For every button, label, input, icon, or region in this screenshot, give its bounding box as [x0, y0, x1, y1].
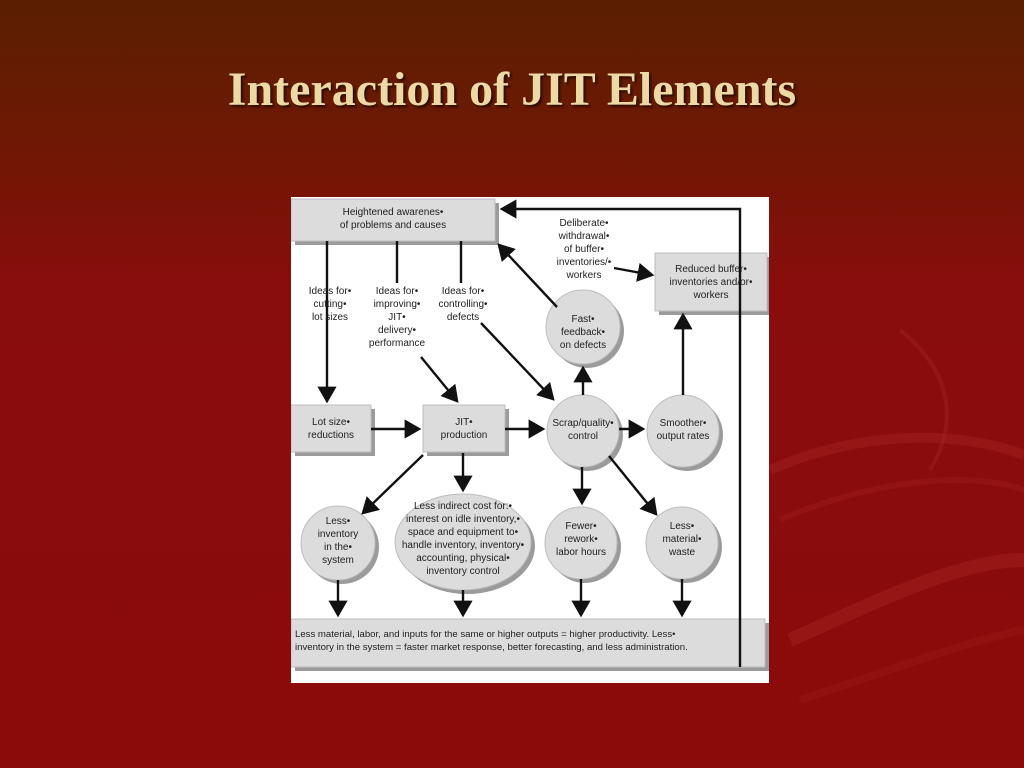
- label-less-indirect-cost: Less indirect cost for:• interest on idl…: [401, 501, 525, 577]
- label-fewer-rework: Fewer• rework• labor hours: [555, 521, 607, 558]
- label-smoother-output: Smoother• output rates: [656, 418, 710, 442]
- node-bottom-outcome: [291, 618, 766, 668]
- label-less-waste: Less• material• waste: [662, 521, 702, 558]
- label-bottom-outcome: Less material, labor, and inputs for the…: [295, 629, 688, 653]
- node-reduced-buffer: [654, 252, 768, 312]
- label-fast-feedback: Fast• feedback• on defects: [559, 314, 607, 351]
- jit-interaction-diagram: Heightened awarenes• of problems and cau…: [291, 197, 769, 683]
- label-ideas-defects: Ideas for• controlling• defects: [438, 286, 488, 323]
- node-fast-feedback: [545, 289, 621, 365]
- label-less-inventory: Less• inventory in the• system: [317, 516, 359, 566]
- label-heightened-awareness: Heightened awarenes• of problems and cau…: [339, 207, 447, 231]
- diagram-canvas: [291, 198, 769, 671]
- diagram-edges: [317, 199, 742, 667]
- node-heightened-awareness: [291, 198, 496, 242]
- label-lot-size-reductions: Lot size• reductions: [307, 417, 355, 441]
- slide-title: Interaction of JIT Elements: [227, 63, 797, 116]
- label-jit-production: JIT• production: [440, 417, 488, 441]
- label-ideas-jit-delivery: Ideas for• improving• JIT• delivery• per…: [368, 286, 426, 349]
- node-lot-size-reductions: [291, 404, 372, 453]
- label-reduced-buffer: Reduced buffer• inventories and/or• work…: [669, 264, 753, 301]
- label-scrap-quality: Scrap/quality• control: [552, 418, 614, 442]
- label-ideas-lot-sizes: Ideas for• cutting• lot sizes: [308, 286, 352, 323]
- label-deliberate-withdrawal: Deliberate• withdrawal• of buffer• inven…: [556, 218, 612, 281]
